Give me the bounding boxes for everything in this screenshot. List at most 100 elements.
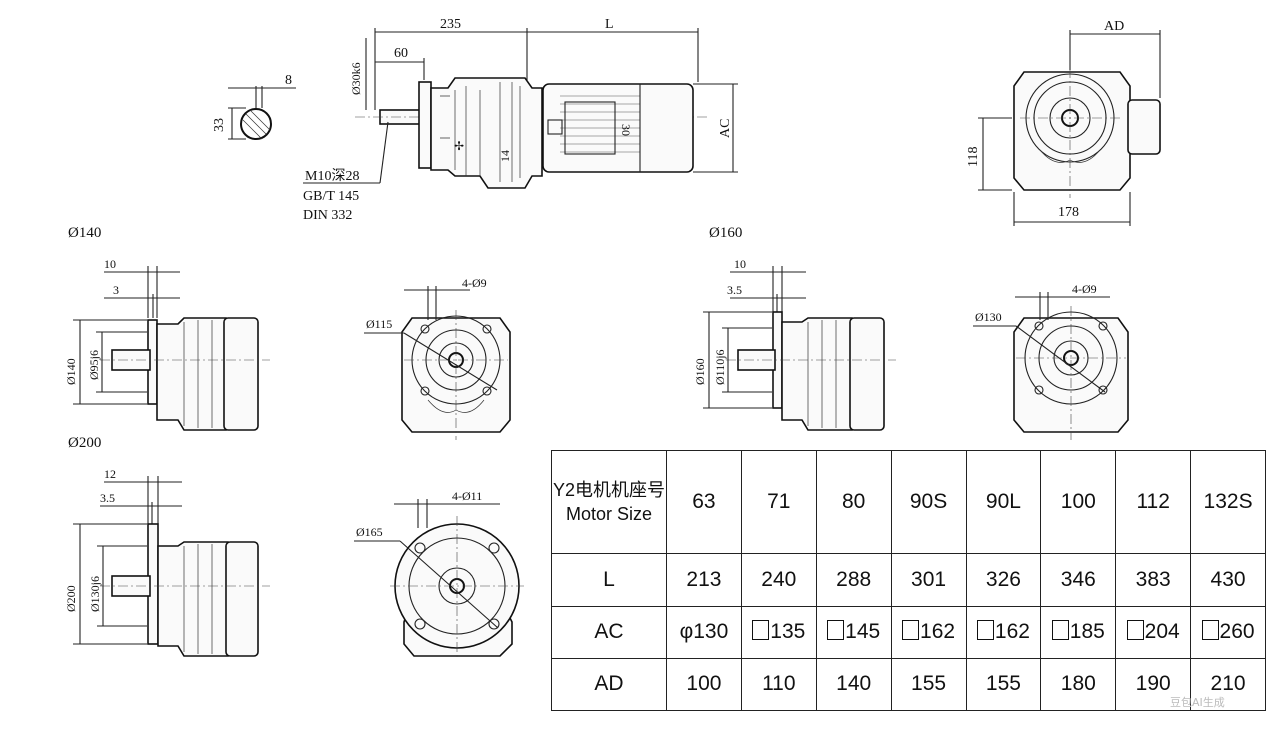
- cell-value: φ130: [679, 620, 729, 644]
- flange-140-spigot: Ø95j6: [87, 350, 101, 380]
- cell-value: 204: [1144, 620, 1180, 644]
- size-cell: 90L: [965, 449, 1042, 555]
- table-cell: 162: [965, 605, 1042, 659]
- table-cell: 180: [1040, 657, 1117, 712]
- flange-140-front: 4-Ø9 Ø115: [364, 276, 511, 440]
- table-cell: 162: [890, 605, 967, 659]
- square-icon: [1126, 620, 1144, 641]
- cell-value: 162: [920, 620, 956, 644]
- square-icon: [902, 620, 920, 641]
- table-cell: 140: [815, 657, 892, 712]
- size-cell: 63: [666, 449, 742, 555]
- row-label: AC: [551, 605, 667, 659]
- watermark: 豆包AI生成: [1170, 696, 1225, 709]
- dim-AD: AD: [1104, 19, 1124, 34]
- table-cell: 110: [740, 657, 817, 712]
- row-label: L: [551, 553, 667, 607]
- table-cell: 326: [965, 553, 1042, 607]
- table-cell: 383: [1115, 553, 1192, 607]
- flange-140-bolts: 4-Ø9: [462, 276, 487, 290]
- flange-200-d1: 12: [104, 467, 116, 481]
- size-cell: 90S: [890, 449, 967, 555]
- flange-160-spigot: Ø110j6: [713, 349, 727, 385]
- table-cell: 260: [1190, 605, 1266, 659]
- table-cell: 190: [1115, 657, 1192, 712]
- side-view: 8 33 235 L 60 Ø30k6 ✢ 14: [212, 17, 738, 223]
- square-icon: [827, 620, 845, 641]
- flange-140-d1: 10: [104, 257, 116, 271]
- cell-value: 145: [845, 620, 881, 644]
- dim-60: 60: [394, 46, 408, 61]
- table-cell: 155: [890, 657, 967, 712]
- flange-140-outer: Ø140: [64, 358, 78, 385]
- dim-118: 118: [966, 147, 981, 167]
- motor-size-table: Y2电机机座号 Motor Size 63 71 80 90S 90L 100 …: [551, 449, 1266, 712]
- table-cell: 240: [740, 553, 817, 607]
- dim-key-33: 33: [212, 118, 227, 132]
- table-cell: 185: [1040, 605, 1117, 659]
- gear-flange: [418, 81, 432, 169]
- cell-value: 260: [1219, 620, 1255, 644]
- dim-14: 14: [498, 150, 512, 162]
- square-icon: [1201, 620, 1219, 641]
- flange-200-d2: 3.5: [100, 491, 115, 505]
- flange-200-pcd: Ø165: [356, 525, 383, 539]
- end-view: AD 118 178: [966, 19, 1161, 226]
- dim-shaft-dia: Ø30k6: [349, 62, 363, 95]
- table-cell: 301: [890, 553, 967, 607]
- flange-160-bolts: 4-Ø9: [1072, 282, 1097, 296]
- table-cell: 145: [815, 605, 892, 659]
- gear-housing: [430, 77, 543, 189]
- table-header-cell: Y2电机机座号 Motor Size: [551, 449, 667, 555]
- table-cell: 155: [965, 657, 1042, 712]
- table-row-L: L 213 240 288 301 326 346 383 430: [551, 553, 1266, 607]
- flange-200-bolts: 4-Ø11: [452, 489, 482, 503]
- flange-140-side: Ø140 10 3 Ø140 Ø95j6: [64, 225, 270, 431]
- table-cell: 204: [1115, 605, 1192, 659]
- table-cell: 346: [1040, 553, 1117, 607]
- flange-200-side: Ø200 12 3.5 Ø200 Ø130j6: [64, 435, 270, 657]
- size-cell: 71: [740, 449, 817, 555]
- flange-200-title: Ø200: [68, 435, 101, 451]
- table-cell: 210: [1190, 657, 1266, 712]
- table-cell: 135: [740, 605, 817, 659]
- flange-140-title: Ø140: [68, 225, 101, 241]
- table-cell: 213: [666, 553, 742, 607]
- flange-160-d1: 10: [734, 257, 746, 271]
- square-icon: [1051, 620, 1069, 641]
- flange-200-front: 4-Ø11 Ø165: [354, 489, 524, 660]
- square-icon: [976, 620, 994, 641]
- table-cell: 100: [666, 657, 742, 712]
- table-cell: φ130: [666, 605, 742, 659]
- flange-160-title: Ø160: [709, 225, 742, 241]
- dim-key-8: 8: [285, 73, 292, 88]
- flange-160-side: Ø160 10 3.5 Ø160 Ø110j6: [693, 225, 896, 431]
- table-row-AC: AC φ130 135 145 162 162 185 204 260: [551, 605, 1266, 659]
- flange-160-pcd: Ø130: [975, 310, 1002, 324]
- size-cell: 112: [1115, 449, 1192, 555]
- cell-value: 185: [1069, 620, 1105, 644]
- flange-160-d2: 3.5: [727, 283, 742, 297]
- note-line-3: DIN 332: [303, 208, 352, 223]
- svg-text:✢: ✢: [454, 139, 464, 153]
- header-cn: Y2电机机座号: [552, 479, 666, 500]
- table-header-row: Y2电机机座号 Motor Size 63 71 80 90S 90L 100 …: [551, 449, 1266, 555]
- flange-140-d2: 3: [113, 283, 119, 297]
- square-icon: [752, 620, 770, 641]
- header-en: Motor Size: [565, 504, 653, 525]
- dim-30: 30: [619, 124, 633, 136]
- dim-AC: AC: [718, 119, 733, 138]
- note-line-1: M10深28: [305, 168, 359, 184]
- dim-235: 235: [440, 17, 461, 32]
- table-cell: 288: [815, 553, 892, 607]
- dim-L: L: [605, 17, 614, 32]
- size-cell: 132S: [1190, 449, 1266, 555]
- note-line-2: GB/T 145: [303, 189, 359, 204]
- flange-160-front: 4-Ø9 Ø130: [973, 282, 1129, 440]
- flange-200-spigot: Ø130j6: [88, 576, 102, 612]
- shaft-section: [240, 108, 272, 140]
- flange-140-pcd: Ø115: [366, 317, 392, 331]
- cell-value: 162: [994, 620, 1030, 644]
- row-label: AD: [551, 657, 667, 712]
